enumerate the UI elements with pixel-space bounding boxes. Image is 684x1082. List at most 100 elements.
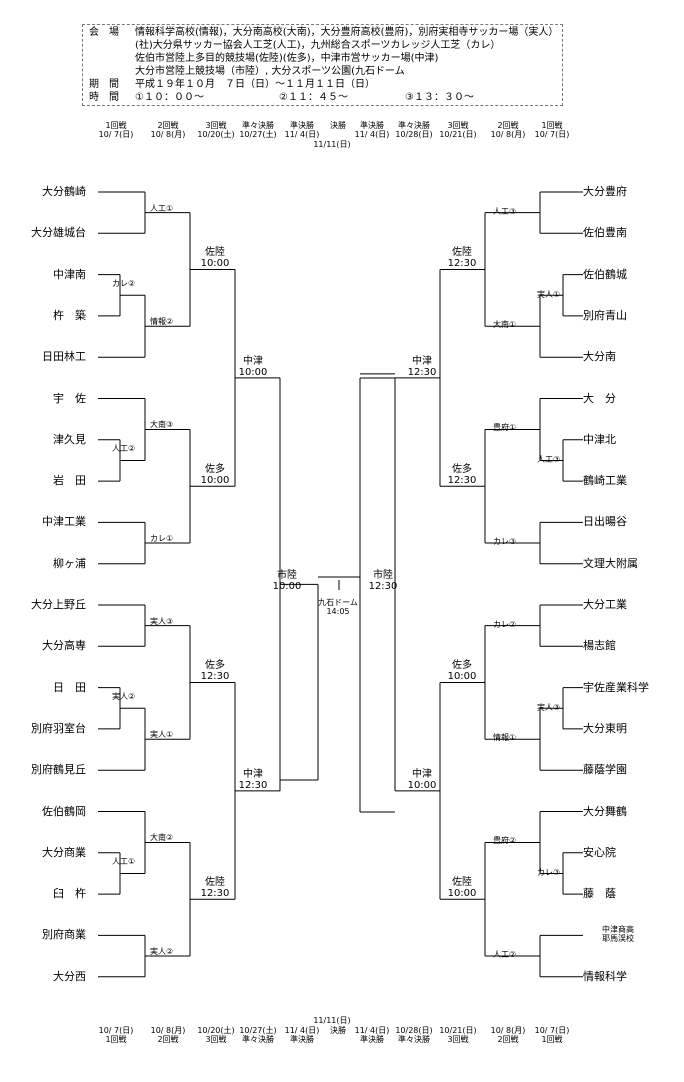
venue-l9: 実人① (150, 730, 174, 740)
venue-r1: 人工③ (493, 206, 517, 216)
right-team-8: 鶴崎工業 (583, 474, 627, 488)
right-team-20: 情報科学 (583, 969, 627, 983)
venue-r2: 実人① (537, 290, 561, 300)
left-team-14: 別府羽室台 (31, 721, 86, 735)
right-team-12: 楊志館 (583, 639, 616, 653)
header-bottom-1: 10/ 8(月)2回戦 (150, 1026, 186, 1044)
left-team-8: 岩 田 (53, 474, 86, 488)
right-team-18: 藤 蔭 (583, 887, 616, 901)
left-team-3: 中津南 (53, 267, 86, 281)
header-top-5: 決勝 (330, 121, 346, 130)
venue-r12: 人工② (493, 950, 517, 960)
venue-l4: 大南③ (150, 420, 174, 430)
right-team-16: 大分舞鶴 (583, 804, 627, 818)
venue-r9: 情報① (493, 733, 517, 743)
left-team-20: 大分西 (53, 969, 86, 983)
header-bottom-8: 10/21(日)3回戦 (439, 1026, 477, 1044)
left-team-15: 別府鶴見丘 (31, 763, 86, 777)
left-team-1: 大分鶴崎 (42, 185, 86, 198)
venue-l2: カレ② (112, 279, 136, 289)
venue-line-2: (社)大分県サッカー協会人工芝(人工)，九州総合スポーツカレッジ人工芝（カレ） (135, 40, 501, 51)
header-bottom-4: 11/ 4(日)準決勝 (284, 1026, 320, 1044)
time-label: 時 間 (89, 92, 119, 103)
venue-r7: カレ② (493, 619, 517, 629)
time-slot-1: ①１０：００～ (135, 92, 204, 103)
tournament-info-box: 会 場 情報科学高校(情報)，大分南高校(大南)，大分豊府高校(豊府)，別府実相… (82, 24, 563, 106)
venue-r4: 豊府① (493, 423, 517, 433)
left-team-17: 大分商業 (42, 845, 86, 859)
time-slot-2: ②１１：４５～ (279, 92, 348, 103)
header-bottom-10: 10/ 7(日)1回戦 (534, 1026, 570, 1044)
venue-r6: カレ③ (493, 537, 517, 547)
header-bottom-2: 10/20(土)3回戦 (197, 1026, 235, 1044)
period-label: 期 間 (89, 79, 119, 90)
left-team-18: 臼 杵 (53, 887, 86, 901)
left-team-13: 日 田 (53, 680, 86, 694)
venue-l3: 情報② (150, 317, 174, 327)
venue-r8: 実人③ (537, 703, 561, 713)
left-team-6: 宇 佐 (53, 391, 86, 405)
header-bottom-3: 10/27(土)準々決勝 (239, 1026, 277, 1044)
right-team-17: 安心院 (583, 845, 616, 859)
right-team-5: 大分南 (583, 350, 616, 364)
left-team-5: 日田林工 (42, 350, 86, 364)
final-date-top: 11/11(日) (313, 140, 351, 149)
right-team-7: 中津北 (583, 432, 616, 446)
right-team-2: 佐伯豊南 (583, 226, 627, 240)
right-team-19: 中津商高耶馬渓校 (602, 925, 634, 944)
venue-line-1: 情報科学高校(情報)，大分南高校(大南)，大分豊府高校(豊府)，別府実相寺サッカ… (135, 27, 559, 38)
venue-l6: カレ① (150, 534, 174, 544)
left-team-7: 津久見 (53, 432, 86, 446)
left-team-10: 柳ヶ浦 (53, 556, 86, 570)
venue-r3: 大南① (493, 320, 517, 330)
venue-l11: 人工① (112, 857, 136, 867)
venue-l7: 実人③ (150, 616, 174, 626)
time-slot-3: ③１３：３０～ (405, 92, 474, 103)
left-team-2: 大分雄城台 (31, 226, 86, 240)
left-team-19: 別府商業 (42, 928, 86, 942)
period-value: 平成１９年１０月 ７日（日）～１１月１１日（日） (135, 79, 375, 90)
right-team-1: 大分豊府 (583, 185, 627, 198)
venue-label: 会 場 (89, 27, 119, 38)
venue-line-3: 佐伯市営陸上多目的競技場(佐陸)(佐多)，中津市営サッカー場(中津) (135, 53, 439, 64)
venue-r11: カレ③ (537, 868, 561, 878)
header-bottom-9: 10/ 8(月)2回戦 (490, 1026, 526, 1044)
right-team-3: 佐伯鶴城 (583, 267, 627, 281)
final-date-bottom: 11/11(日) (313, 1016, 351, 1025)
right-team-15: 藤蔭学園 (583, 763, 627, 777)
venue-line-4: 大分市営陸上競技場（市陸）, 大分スポーツ公園(九石ドーム (135, 66, 405, 77)
right-team-4: 別府青山 (583, 308, 627, 322)
header-bottom-6: 11/ 4(日)準決勝 (354, 1026, 390, 1044)
left-team-4: 杵 築 (53, 308, 86, 322)
venue-r10: 豊府② (493, 836, 517, 846)
venue-l5: 人工② (112, 444, 136, 454)
header-bottom-5: 決勝 (330, 1026, 346, 1035)
left-team-11: 大分上野丘 (31, 598, 86, 611)
venue-l1: 人工① (150, 203, 174, 213)
header-bottom-7: 10/28(日)準々決勝 (395, 1026, 433, 1044)
right-team-14: 大分東明 (583, 721, 627, 735)
